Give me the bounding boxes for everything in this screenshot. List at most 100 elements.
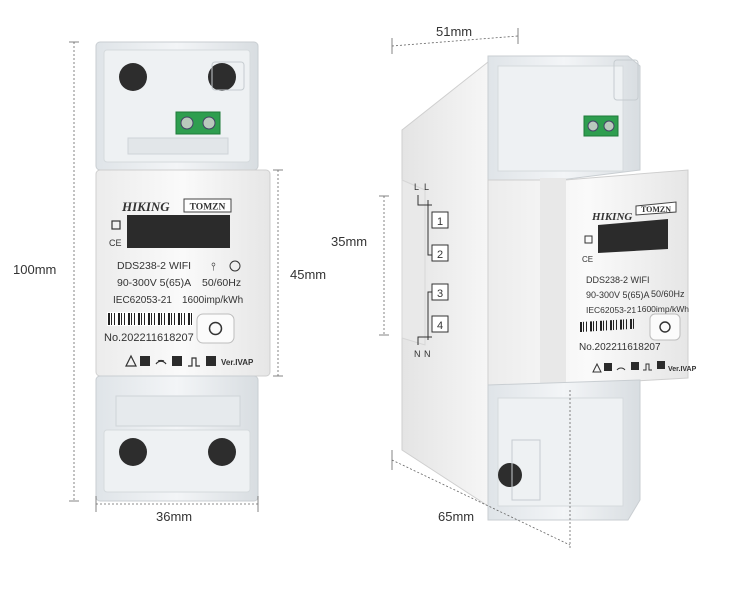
barcode-stripe — [184, 313, 185, 325]
side-serial-text: No.202211618207 — [579, 342, 661, 353]
side-standard-text: IEC62053-21 — [586, 305, 636, 315]
front-meter — [95, 41, 271, 502]
barcode-stripe — [138, 313, 140, 325]
side-version-text: Ver.IVAP — [668, 366, 697, 373]
reset-button — [196, 313, 235, 344]
barcode-stripe — [616, 319, 617, 330]
barcode-stripe — [148, 313, 150, 325]
screw-icon — [208, 438, 236, 466]
barcode-stripe — [626, 319, 627, 330]
indicator-led — [140, 356, 150, 366]
dimension-depth: 65mm — [438, 509, 474, 524]
barcode-stripe — [108, 313, 110, 325]
brand-text: HIKING — [121, 199, 170, 214]
version-text: Ver.IVAP — [221, 358, 254, 367]
side-meter — [401, 55, 689, 521]
side-impulse-text: 1600imp/kWh — [637, 304, 689, 314]
barcode-stripe — [181, 313, 182, 325]
barcode-stripe — [128, 313, 130, 325]
barcode-stripe — [154, 313, 155, 325]
barcode-stripe — [191, 313, 192, 325]
barcode-stripe — [131, 313, 132, 325]
barcode-stripe — [606, 320, 607, 331]
warning-icon — [125, 354, 137, 367]
logo-text: TOMZN — [190, 203, 226, 213]
pulse-icon — [643, 363, 652, 371]
impulse-text: 1600imp/kWh — [182, 295, 243, 306]
screw-icon — [119, 63, 147, 91]
barcode-stripe — [633, 318, 634, 329]
barcode-stripe — [610, 320, 612, 331]
terminal-number: 1 — [437, 216, 443, 228]
barcode-stripe — [164, 313, 165, 325]
barcode-stripe — [623, 319, 624, 330]
side-frequency-text: 50/60Hz — [651, 289, 685, 299]
model-text: DDS238-2 WIFI — [117, 260, 191, 272]
ce-mark: CE — [109, 238, 122, 248]
screw-icon — [498, 463, 522, 487]
side-ce-mark: CE — [582, 255, 593, 264]
terminal-number: 4 — [437, 320, 443, 332]
dimension-lines — [69, 41, 283, 512]
terminal-label: N — [424, 349, 431, 359]
thermometer-icon: ⫯ — [211, 261, 216, 273]
barcode-stripe — [144, 313, 145, 325]
barcode-stripe — [111, 313, 112, 325]
dimension-height-terminal: 35mm — [331, 234, 367, 249]
barcode-stripe — [124, 313, 125, 325]
standard-text: IEC62053-21 — [113, 295, 172, 306]
side-logo-text: TOMZN — [641, 205, 671, 214]
barcode-stripe — [141, 313, 142, 325]
barcode-stripe — [174, 313, 175, 325]
wifi-icon — [616, 367, 626, 371]
indicator-led — [657, 361, 665, 369]
indicator-led — [631, 362, 639, 370]
frequency-text: 50/60Hz — [202, 277, 241, 289]
indicator-led — [172, 356, 182, 366]
barcode-stripe — [188, 313, 190, 325]
barcode-stripe — [603, 320, 604, 331]
indicator-led — [604, 363, 612, 371]
barcode-stripe — [134, 313, 135, 325]
side-voltage-text: 90-300V 5(65)A — [586, 290, 650, 300]
pulse-icon — [188, 357, 200, 367]
lcd-screen — [127, 215, 230, 248]
barcode-stripe — [114, 313, 115, 325]
barcode-stripe — [151, 313, 152, 325]
dimension-width-front: 36mm — [156, 509, 192, 524]
dimension-width-side: 51mm — [436, 24, 472, 39]
barcode-stripe — [596, 321, 597, 332]
side-dimension-lines — [379, 28, 571, 550]
wifi-icon — [155, 359, 167, 365]
barcode-stripe — [613, 320, 614, 331]
barcode-stripe — [168, 313, 170, 325]
screw-icon — [208, 63, 236, 91]
barcode-stripe — [158, 313, 160, 325]
barcode-stripe — [590, 321, 592, 332]
barcode-stripe — [171, 313, 172, 325]
barcode-stripe — [580, 322, 582, 332]
barcode-stripe — [161, 313, 162, 325]
voltage-text: 90-300V 5(65)A — [117, 277, 191, 289]
dimension-height-total: 100mm — [13, 262, 56, 277]
barcode-stripe — [178, 313, 180, 325]
terminal-label: L — [424, 182, 429, 192]
lcd-screen — [598, 219, 668, 253]
barcode-stripe — [593, 321, 594, 332]
terminal-label: L — [414, 182, 419, 192]
barcode-stripe — [600, 320, 602, 331]
terminal-number: 2 — [437, 249, 443, 261]
terminal-number: 3 — [437, 288, 443, 300]
barcode-stripe — [620, 319, 622, 330]
barcode-stripe — [118, 313, 120, 325]
dimension-height-front: 45mm — [290, 267, 326, 282]
side-brand-text: HIKING — [591, 211, 632, 223]
serial-text: No.202211618207 — [104, 332, 194, 344]
indicator-led — [206, 356, 216, 366]
reset-button — [649, 313, 681, 341]
barcode-stripe — [630, 319, 632, 329]
terminal-label: N — [414, 349, 421, 359]
barcode-stripe — [121, 313, 122, 325]
screw-icon — [119, 438, 147, 466]
